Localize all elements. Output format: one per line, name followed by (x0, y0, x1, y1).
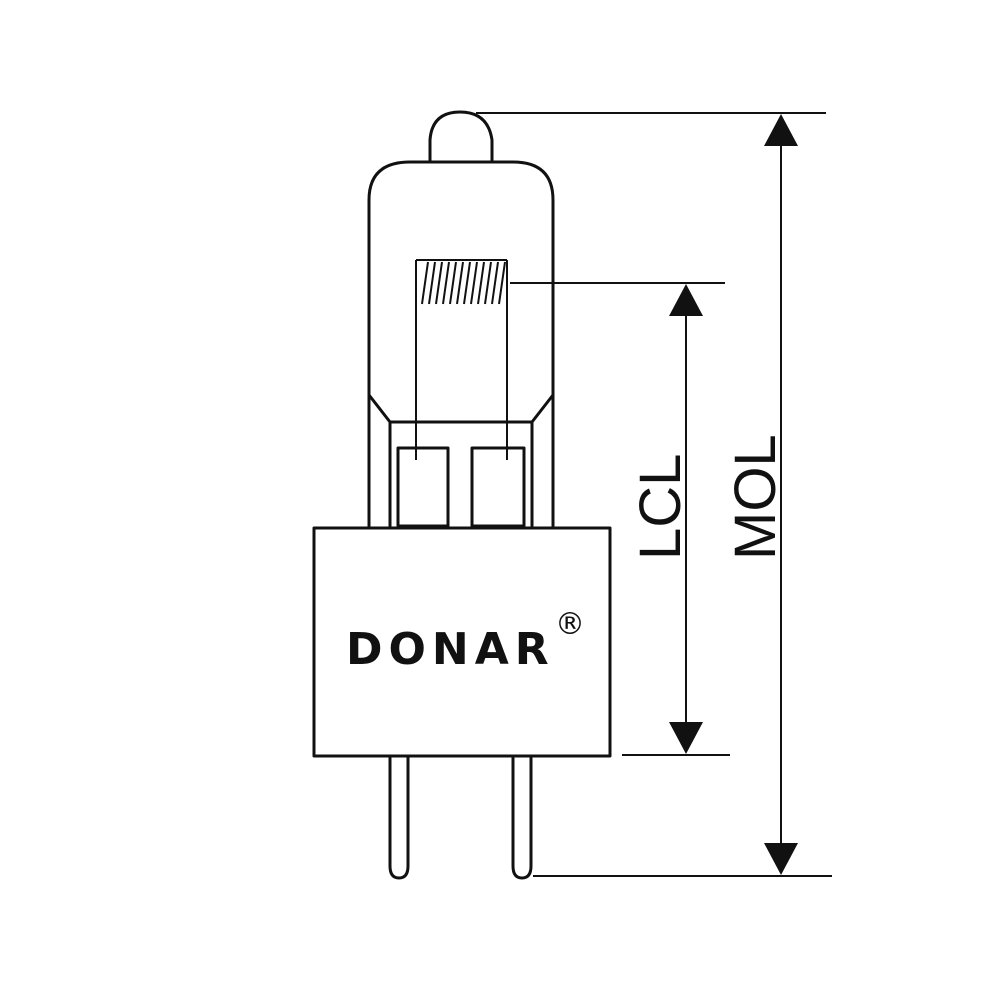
filament (415, 259, 508, 460)
mol-label: MOL (723, 434, 788, 560)
coil-turn (463, 261, 471, 305)
coil-turn (442, 261, 450, 305)
coil-turn (477, 261, 485, 305)
coil-turn (449, 261, 457, 305)
lcl-arrow-up (669, 284, 703, 316)
coil-turn (491, 261, 499, 305)
lcl-dimension: LCL (510, 282, 730, 756)
coil-turn (470, 261, 478, 305)
coil-turn (435, 261, 443, 305)
coil-turn (421, 261, 429, 305)
mol-arrow-up (764, 114, 798, 146)
lamp-base (312, 526, 612, 758)
lcl-arrow-down (669, 722, 703, 754)
mol-dimension: MOL (476, 112, 832, 877)
registered-mark: ® (555, 607, 585, 642)
brand-logo: DONAR (346, 624, 555, 675)
lamp-pins (388, 754, 533, 880)
coil-turn (456, 261, 464, 305)
mol-arrow-down (764, 843, 798, 875)
coil-turn (498, 261, 506, 305)
coil-turn (484, 261, 492, 305)
filament-coil (421, 261, 506, 305)
coil-turn (428, 261, 436, 305)
lcl-label: LCL (628, 454, 693, 560)
lamp-bulb (367, 110, 555, 528)
